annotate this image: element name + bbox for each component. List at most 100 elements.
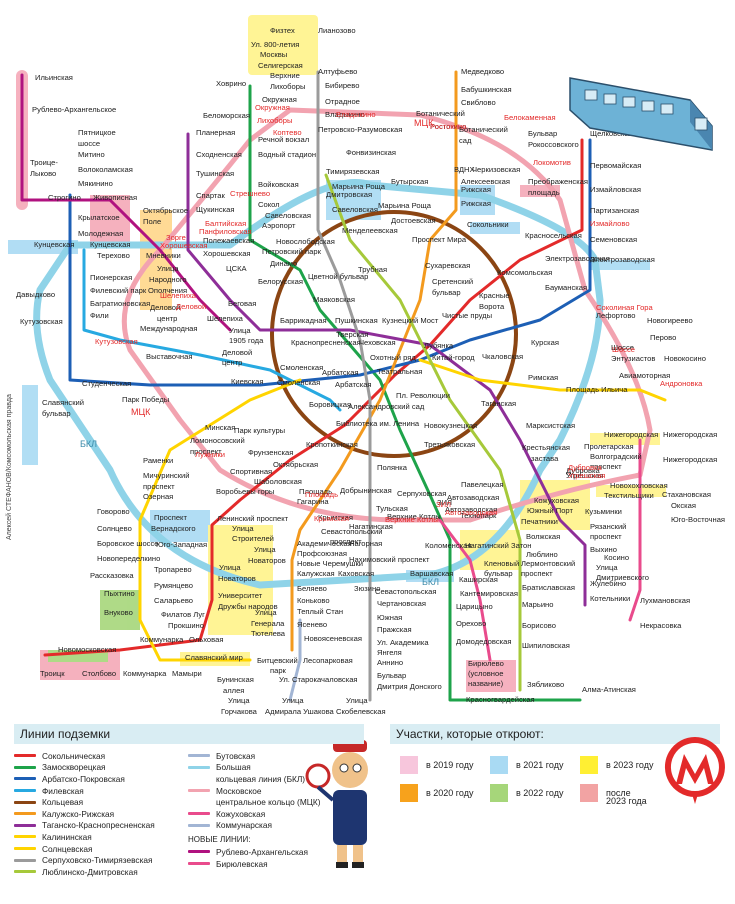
mck-station-label: Измайлово bbox=[590, 219, 630, 228]
station-label: Бабушкинская bbox=[461, 85, 512, 94]
legend-item: Коммунарская bbox=[188, 820, 348, 832]
station-label: Спартак bbox=[196, 191, 225, 200]
legend-item: центральное кольцо (МЦК) bbox=[188, 796, 348, 808]
station-label: Некрасовка bbox=[640, 621, 682, 630]
station-label: Ильинская bbox=[35, 73, 73, 82]
station-label: название) bbox=[468, 679, 504, 688]
station-label: центр bbox=[157, 314, 177, 323]
station-label: Первомайская bbox=[590, 161, 641, 170]
station-label: Аэропорт bbox=[262, 221, 296, 230]
legend-label: Сокольническая bbox=[42, 750, 106, 761]
mck-line-label: МЦК bbox=[414, 118, 434, 128]
station-label: Кантемировская bbox=[460, 589, 518, 598]
legend-item: кольцевая линия (БКЛ) bbox=[188, 773, 348, 785]
legend-label: Коммунарская bbox=[216, 820, 272, 831]
mck-station-label: Лихоборы bbox=[257, 116, 292, 125]
mck-station-labels: ОкружнаяЛихоборыКоптевоСтрешневоБалтийск… bbox=[95, 103, 703, 524]
station-label: Домодедовская bbox=[456, 637, 511, 646]
station-label: Алтуфьево bbox=[318, 67, 357, 76]
station-label: Пионерская bbox=[90, 273, 132, 282]
station-label: Энтузиастов bbox=[611, 354, 655, 363]
station-label: аллея bbox=[223, 686, 244, 695]
station-label: ЗИЛ bbox=[437, 498, 452, 507]
station-label: Театральная bbox=[377, 367, 422, 376]
highlight-textilshiki bbox=[596, 485, 666, 497]
station-label: Ясенево bbox=[297, 620, 327, 629]
metro-logo bbox=[664, 737, 725, 804]
station-label: Верхние Котлы bbox=[387, 512, 441, 521]
mck-station-label: Окружная bbox=[255, 103, 290, 112]
station-label: Красные bbox=[479, 291, 510, 300]
year-legend-item: 2023 года bbox=[580, 796, 647, 806]
station-label: Фили bbox=[90, 311, 109, 320]
station-label: Ворота bbox=[479, 302, 505, 311]
station-label: Ботанический bbox=[459, 125, 508, 134]
station-label: Рязанский bbox=[590, 522, 626, 531]
highlight-sokolniki bbox=[470, 222, 520, 234]
legend-item: Бутовская bbox=[188, 750, 348, 762]
station-label: Бирюлево bbox=[468, 659, 504, 668]
station-label: Каховская bbox=[338, 569, 374, 578]
station-label: Мамыри bbox=[172, 669, 202, 678]
tagansko-krasnopresnenskaya-line bbox=[186, 132, 587, 607]
highlight-zhivopisnaya bbox=[90, 195, 130, 245]
station-label: Котельники bbox=[590, 594, 630, 603]
station-label: Чеховская bbox=[359, 338, 396, 347]
mck-station-label: Деловой bbox=[176, 302, 206, 311]
station-label: Строгино bbox=[48, 193, 81, 202]
station-label: Кутузовская bbox=[20, 317, 63, 326]
station-label: Вернадского bbox=[151, 524, 196, 533]
legend-label: Таганско-Краснопресненская bbox=[42, 820, 155, 831]
station-label: Коломенская bbox=[425, 541, 471, 550]
station-label: Китай-город bbox=[432, 353, 475, 362]
station-label: Генерала bbox=[251, 619, 285, 628]
station-label: Троицк bbox=[40, 669, 65, 678]
station-label: Планерная bbox=[196, 128, 235, 137]
station-label: Войковская bbox=[258, 180, 299, 189]
year-legend-item: в 2022 году bbox=[490, 784, 563, 802]
station-label: Кунцевская bbox=[34, 240, 74, 249]
year-label: в 2020 году bbox=[426, 788, 474, 798]
station-label: Выхино bbox=[590, 545, 617, 554]
station-label: Косино bbox=[604, 553, 629, 562]
station-label: Курская bbox=[531, 338, 559, 347]
station-label: Фонвизинская bbox=[346, 148, 396, 157]
station-label: Битцевский bbox=[257, 656, 298, 665]
legend-swatch bbox=[188, 862, 210, 866]
mck-station-label: Хорошевская bbox=[160, 241, 208, 250]
legend-item: Замоскворецкая bbox=[14, 762, 174, 774]
station-label: Марьина Роща bbox=[332, 182, 386, 191]
legend-swatch bbox=[14, 789, 36, 793]
station-label: Кунцевская bbox=[90, 240, 130, 249]
station-label: Профсоюзная bbox=[297, 549, 347, 558]
station-label: Строителей bbox=[232, 534, 274, 543]
station-label: парк bbox=[270, 666, 287, 675]
station-label: Марьино bbox=[522, 600, 553, 609]
station-label: Тульская bbox=[376, 504, 408, 513]
serpukhovskaya-line bbox=[316, 70, 372, 702]
station-label: Рижская bbox=[461, 199, 491, 208]
legend-swatch bbox=[188, 789, 210, 793]
station-label: Выставочная bbox=[146, 352, 192, 361]
station-label: Мневники bbox=[146, 251, 181, 260]
station-label: Ховрино bbox=[216, 79, 246, 88]
station-label: Александровский сад bbox=[348, 402, 425, 411]
legend-swatch bbox=[14, 754, 36, 758]
station-label: Университет bbox=[218, 591, 263, 600]
station-label: Борисово bbox=[522, 621, 556, 630]
station-label: Новохохловская bbox=[610, 481, 668, 490]
station-label: Говорово bbox=[97, 507, 130, 516]
station-label: центр bbox=[222, 358, 242, 367]
station-label: Октябрьская bbox=[273, 460, 318, 469]
station-label: Баррикадная bbox=[280, 316, 327, 325]
station-label: Воробьевы горы bbox=[216, 487, 274, 496]
mck-station-label: Шелепиха bbox=[160, 291, 197, 300]
kaluzhsko-rizhskaya-line bbox=[290, 70, 458, 652]
legend-label: Кожуховская bbox=[216, 808, 266, 819]
legend-label: Калининская bbox=[42, 831, 92, 842]
station-label: Каширская bbox=[459, 575, 498, 584]
station-label: Новогиреево bbox=[647, 316, 693, 325]
station-label: Сокол bbox=[258, 200, 280, 209]
